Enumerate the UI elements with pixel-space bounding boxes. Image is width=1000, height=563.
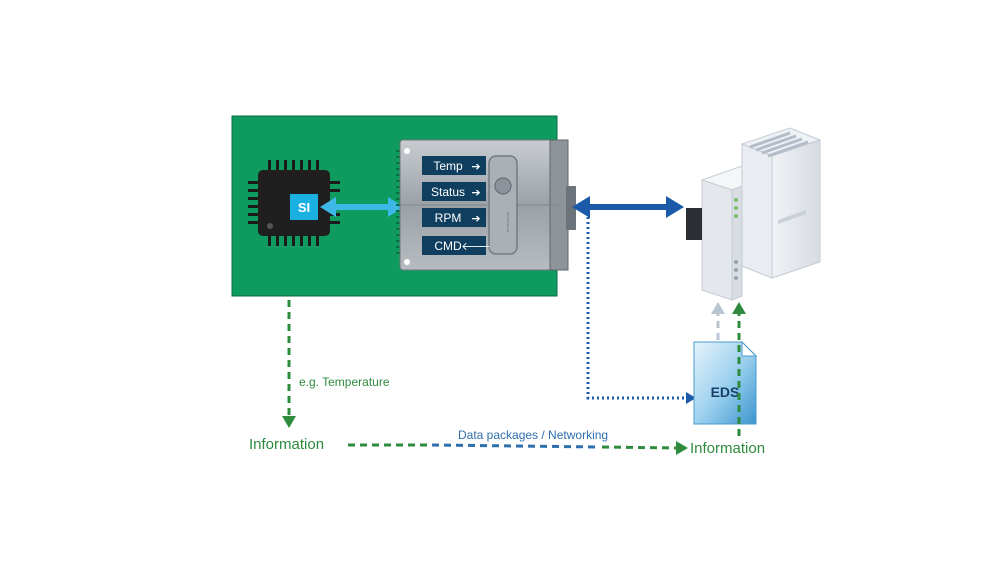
arrow-right-icon: ➔ — [471, 186, 480, 199]
arrow-right-icon: ➔ — [471, 160, 480, 173]
signal-temp: Temp ➔ — [422, 156, 486, 175]
chip-module-link — [320, 197, 404, 217]
plc-device-icon — [686, 127, 822, 301]
networking-label: Data packages / Networking — [458, 428, 608, 442]
signal-rpm-label: RPM — [435, 211, 462, 225]
example-label: e.g. Temperature — [299, 375, 390, 389]
info-to-plc-arrow — [732, 302, 746, 436]
eds-label: EDS — [711, 384, 740, 400]
si-tag: SI — [290, 194, 318, 220]
information-right-label: Information — [690, 440, 765, 457]
file-icon: EDS — [693, 340, 758, 425]
arrow-left-icon: 🡐 — [461, 240, 491, 253]
si-label: SI — [298, 200, 310, 215]
information-left-label: Information — [249, 436, 324, 453]
arrow-right-icon: ➔ — [471, 212, 480, 225]
signal-cmd: CMD 🡐 — [422, 236, 491, 255]
signal-rpm: RPM ➔ — [422, 208, 486, 227]
signal-status-label: Status — [431, 185, 465, 199]
eds-to-plc-arrow — [711, 302, 725, 340]
networking-flow-line — [348, 441, 688, 455]
module-plc-link — [572, 196, 684, 218]
module-eds-link — [586, 212, 688, 400]
signal-cmd-label: CMD — [434, 239, 462, 253]
signal-status: Status ➔ — [422, 182, 486, 201]
module-eds-arrowhead — [686, 392, 696, 404]
pcb-to-info-arrow — [282, 300, 296, 428]
signal-temp-label: Temp — [433, 159, 463, 173]
module-brand-mark: ~~~~ — [503, 211, 513, 232]
